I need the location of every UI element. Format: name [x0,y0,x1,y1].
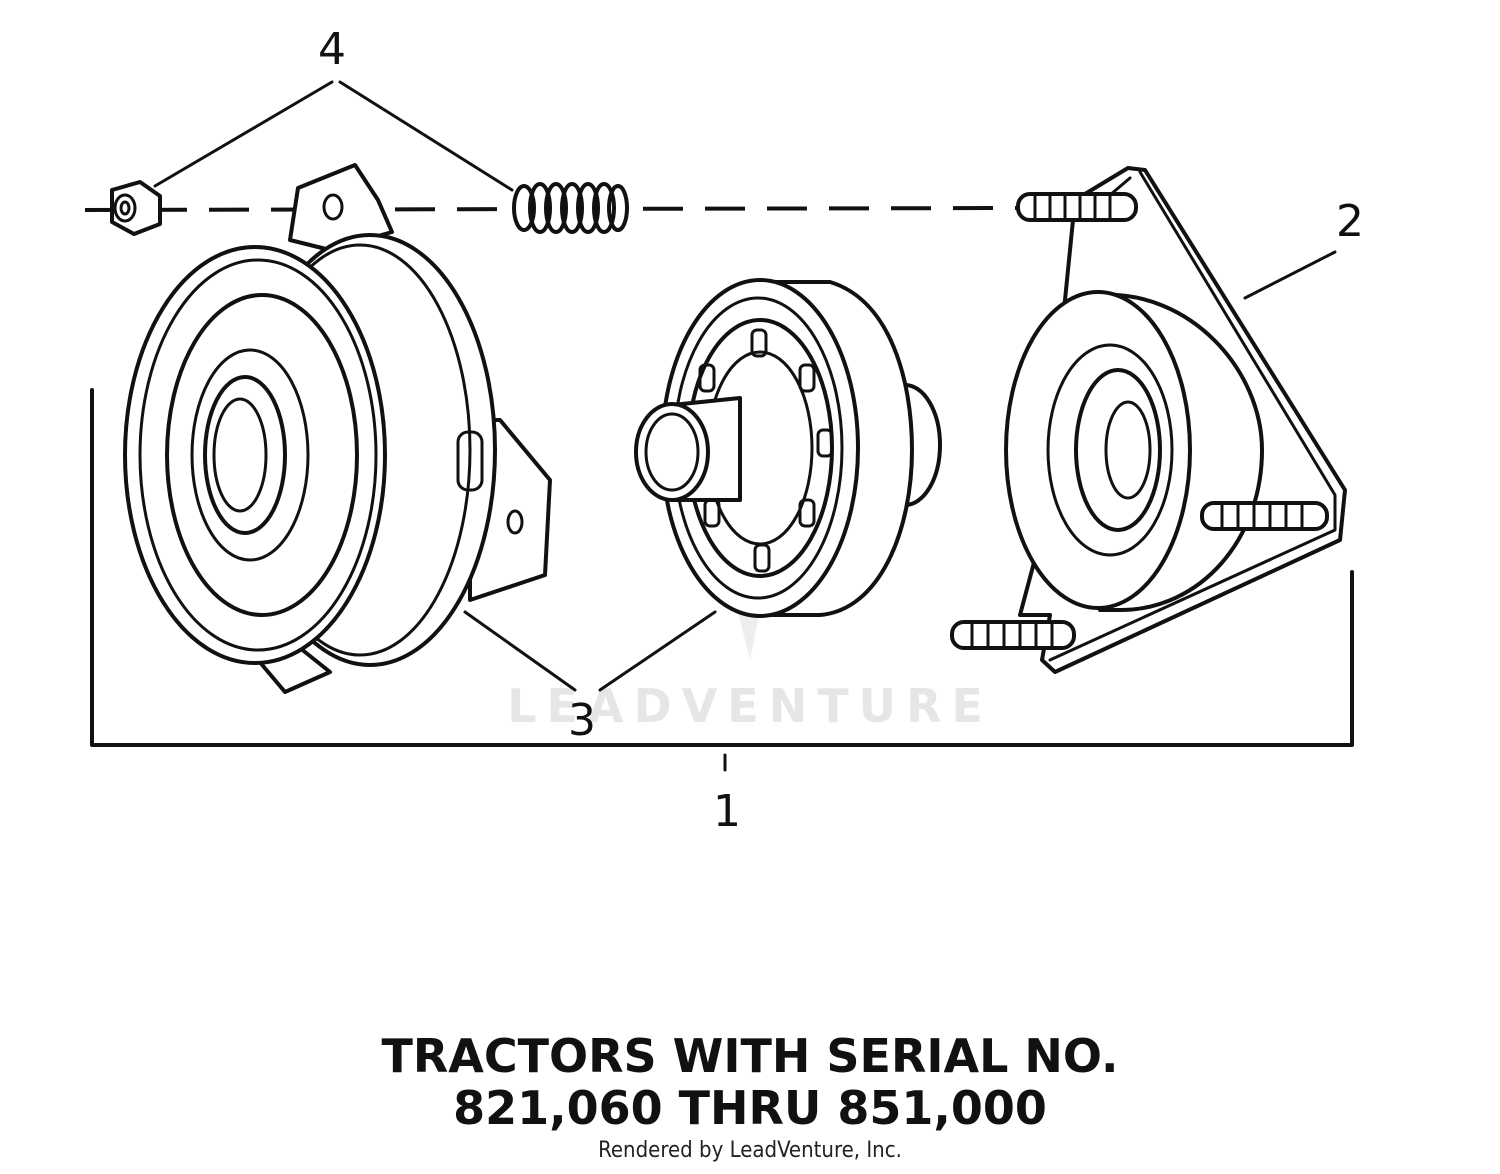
callout-2: 2 [1336,196,1364,247]
armature-bearing [634,278,942,618]
diagram-title: TRACTORS WITH SERIAL NO. 821,060 THRU 85… [0,1030,1500,1134]
nut-part [110,180,162,236]
field-coil-bracket [950,166,1347,674]
callout-1: 1 [713,786,741,837]
callout-3: 3 [568,695,596,746]
spring-part [512,182,629,234]
title-line-1: TRACTORS WITH SERIAL NO. [381,1029,1119,1083]
callout-4: 4 [318,24,346,75]
stud-right [1200,501,1329,531]
title-line-2: 821,060 THRU 851,000 [453,1081,1047,1135]
watermark-text: LEADVENTURE [507,679,993,733]
render-credit: Rendered by LeadVenture, Inc. [598,1138,902,1163]
leader-lines [90,80,1354,772]
stud-top [1016,192,1138,222]
clutch-housing [123,163,552,694]
stud-bottom [950,620,1076,650]
